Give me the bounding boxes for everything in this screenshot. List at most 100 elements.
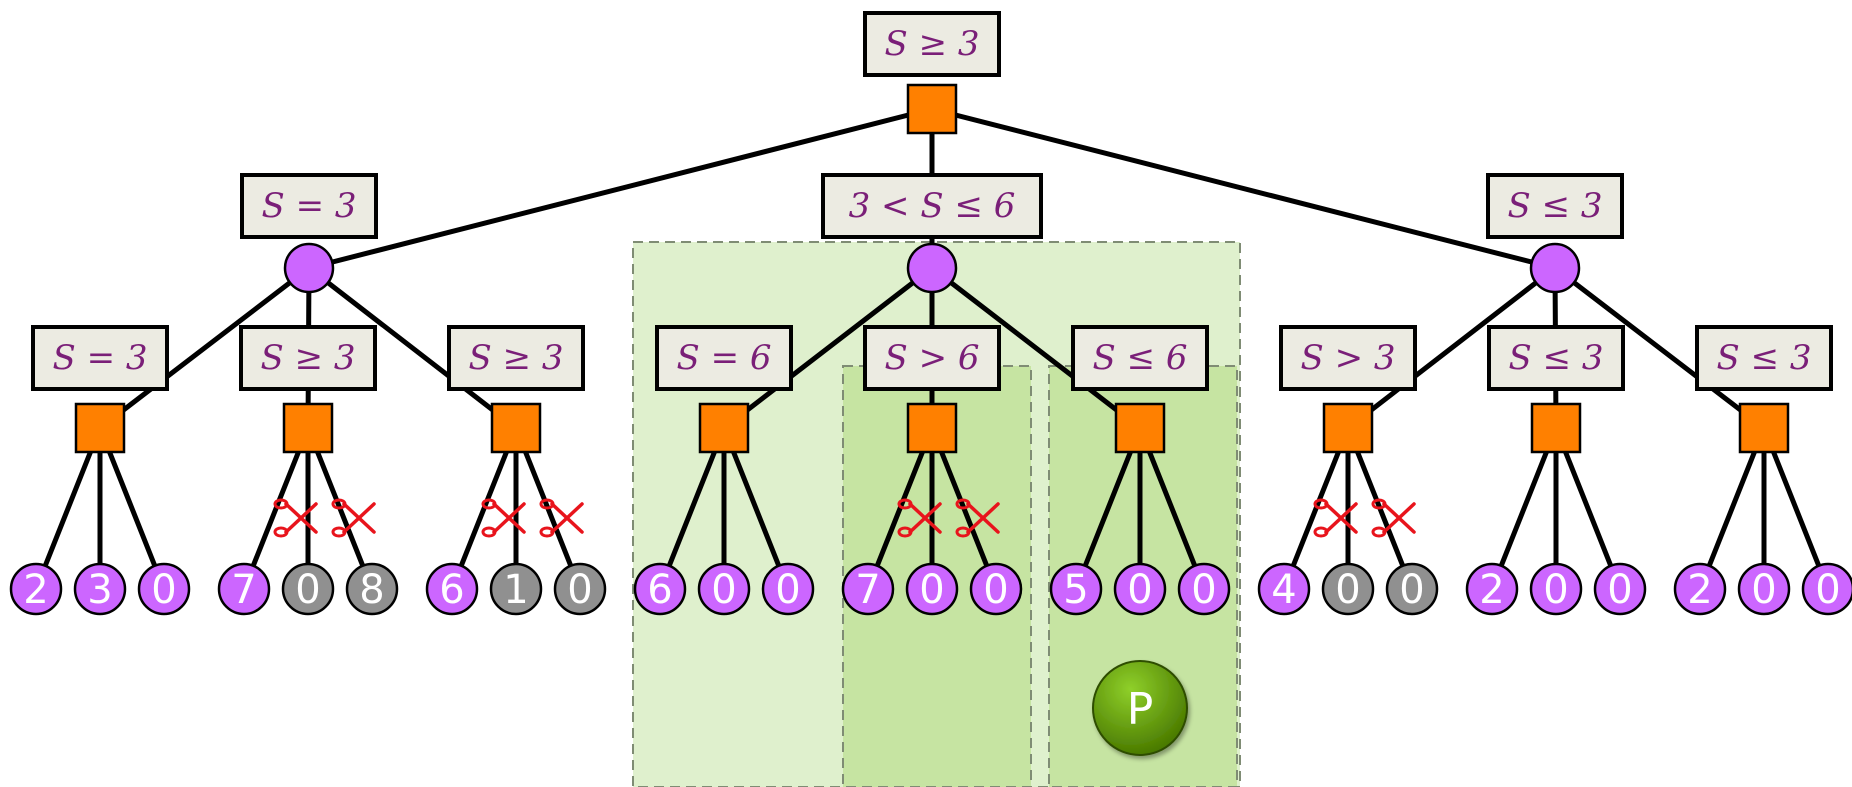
leaf-circle — [697, 562, 751, 616]
leaf-value: 0 — [1751, 567, 1776, 613]
leaf-circle — [761, 562, 815, 616]
l1-label-1-box — [821, 173, 1043, 239]
leaf-node: 0 — [1593, 562, 1647, 616]
edge-l2-7-to-leaf-2 — [1553, 425, 1623, 592]
l2-label-7-box — [1487, 325, 1625, 391]
l2-label-3-text: S = 6 — [676, 338, 771, 378]
edge-l2-6-to-leaf-0 — [1281, 425, 1351, 592]
leaf-value: 0 — [1607, 567, 1632, 613]
leaf-circle — [553, 562, 607, 616]
root-label-box — [863, 11, 1001, 77]
leaf-value: 6 — [439, 567, 464, 613]
l2-label-5: S ≤ 6 — [1071, 325, 1209, 391]
leaf-value: 0 — [983, 567, 1008, 613]
l2-label-5-box — [1071, 325, 1209, 391]
l1-label-0-text: S = 3 — [261, 186, 356, 226]
leaf-node: 5 — [1049, 562, 1103, 616]
l2-label-3: S = 6 — [655, 325, 793, 391]
scissors-icon — [539, 498, 584, 538]
leaf-circle — [489, 562, 543, 616]
leaf-node: 7 — [217, 562, 271, 616]
leaf-node: 0 — [1385, 562, 1439, 616]
leaf-circle — [345, 562, 399, 616]
leaf-value: 0 — [711, 567, 736, 613]
l2-label-0-box — [31, 325, 169, 391]
leaf-value: 0 — [775, 567, 800, 613]
leaf-value: 0 — [1815, 567, 1840, 613]
leaf-value: 7 — [231, 567, 256, 613]
l2-label-2-text: S ≥ 3 — [468, 338, 563, 378]
leaf-circle — [1801, 562, 1852, 616]
leaf-node: 0 — [905, 562, 959, 616]
leaf-node: 0 — [137, 562, 191, 616]
leaf-value: 0 — [295, 567, 320, 613]
l1-chance-node-2 — [1529, 242, 1581, 294]
edge-l2-7-to-leaf-0 — [1489, 425, 1559, 592]
leaf-circle — [217, 562, 271, 616]
scissors-icon — [955, 498, 1000, 538]
l1-label-2-text: S ≤ 3 — [1507, 186, 1602, 226]
leaf-node: 3 — [73, 562, 127, 616]
l2-max-node-7 — [1530, 402, 1582, 454]
leaf-value: 0 — [1127, 567, 1152, 613]
l2-max-node-6 — [1322, 402, 1374, 454]
leaf-node: 1 — [489, 562, 543, 616]
scissors-icon — [481, 498, 526, 538]
leaf-circle — [1593, 562, 1647, 616]
l2-label-6: S > 3 — [1279, 325, 1417, 391]
edge-l2-4-to-leaf-0 — [865, 425, 935, 592]
leaf-node: 0 — [761, 562, 815, 616]
l1-chance-node-0 — [283, 242, 335, 294]
tree-edges — [33, 106, 1831, 592]
leaf-value: 0 — [567, 567, 592, 613]
leaf-value: 3 — [87, 567, 112, 613]
leaf-circle — [905, 562, 959, 616]
leaf-node: 0 — [553, 562, 607, 616]
l2-label-4-box — [863, 325, 1001, 391]
leaf-value: 4 — [1271, 567, 1296, 613]
player-badge-layer: P — [1092, 660, 1188, 756]
l2-label-0: S = 3 — [31, 325, 169, 391]
leaf-value: 7 — [855, 567, 880, 613]
scissors-icon — [273, 498, 318, 538]
leaf-circle — [633, 562, 687, 616]
leaf-node: 0 — [1321, 562, 1375, 616]
leaf-value: 0 — [1399, 567, 1424, 613]
player-badge: P — [1092, 660, 1188, 756]
leaf-circle — [1177, 562, 1231, 616]
edge-l2-3-to-leaf-0 — [657, 425, 727, 592]
edge-l1-to-l2-5 — [929, 265, 1143, 431]
l2-max-node-0 — [74, 402, 126, 454]
leaf-value: 0 — [1191, 567, 1216, 613]
leaf-node: 0 — [1177, 562, 1231, 616]
scissors-icon — [1371, 498, 1416, 538]
edge-l2-5-to-leaf-2 — [1137, 425, 1207, 592]
l2-label-7-text: S ≤ 3 — [1508, 338, 1603, 378]
leaf-circle — [281, 562, 335, 616]
leaf-value: 2 — [23, 567, 48, 613]
scissors-icon — [897, 498, 942, 538]
leaf-circle — [969, 562, 1023, 616]
l2-max-node-5 — [1114, 402, 1166, 454]
scissors-icon — [1313, 498, 1358, 538]
root-label: S ≥ 3 — [863, 11, 1001, 77]
l2-label-2-box — [447, 325, 585, 391]
root-max-node — [906, 83, 958, 135]
leaf-circle — [1465, 562, 1519, 616]
leaf-circle — [1673, 562, 1727, 616]
l2-label-1: S ≥ 3 — [239, 325, 377, 391]
scissors-icon — [331, 498, 376, 538]
edge-l2-8-to-leaf-0 — [1697, 425, 1767, 592]
edge-l1-to-l2-6 — [1345, 265, 1558, 431]
leaf-value: 2 — [1687, 567, 1712, 613]
l2-label-4: S > 6 — [863, 325, 1001, 391]
leaf-circle — [1257, 562, 1311, 616]
leaf-value: 5 — [1063, 567, 1088, 613]
edge-l2-5-to-leaf-0 — [1073, 425, 1143, 592]
leaf-circle — [1113, 562, 1167, 616]
leaf-circle — [1529, 562, 1583, 616]
root-label-text: S ≥ 3 — [884, 24, 979, 64]
leaf-circle — [9, 562, 63, 616]
